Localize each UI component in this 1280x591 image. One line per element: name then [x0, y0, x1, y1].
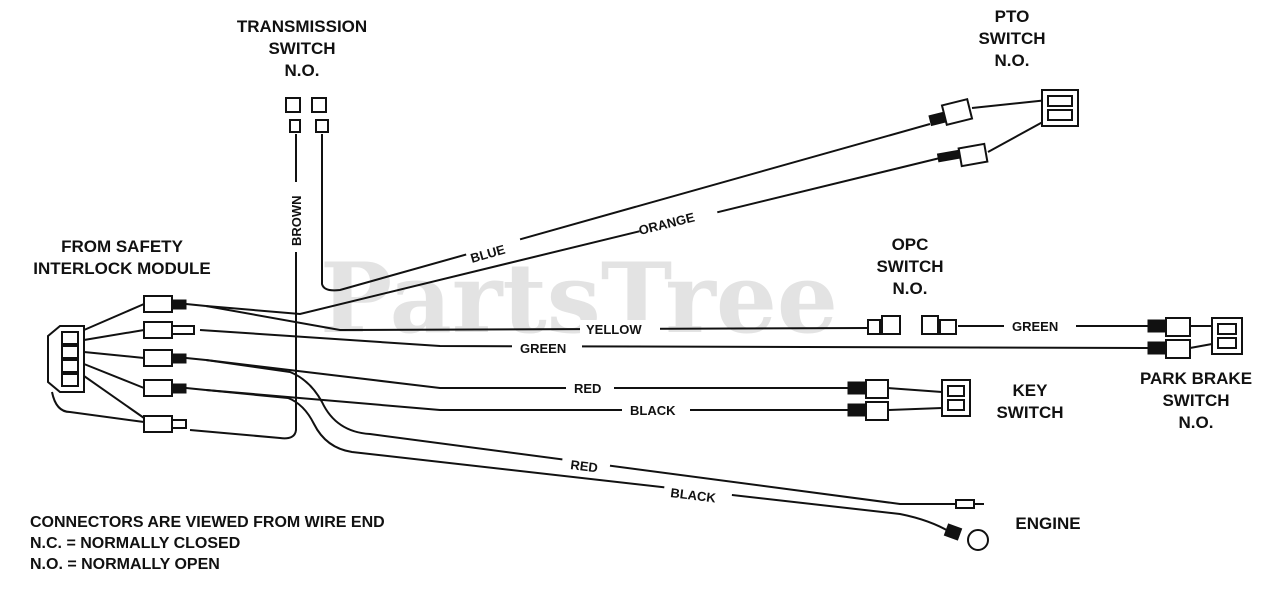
- svg-text:SWITCH: SWITCH: [978, 29, 1045, 48]
- svg-text:TRANSMISSION: TRANSMISSION: [237, 17, 367, 36]
- blue-wire: [321, 123, 931, 292]
- terminal-2: [143, 321, 195, 339]
- module-terminals: [143, 295, 207, 433]
- black-engine-label: BLACK: [670, 485, 718, 506]
- engine-terminals: [943, 499, 989, 551]
- park-brake-switch: [1147, 317, 1243, 359]
- park-brake-switch-label: PARK BRAKE SWITCH N.O.: [1140, 369, 1252, 432]
- opc-switch-label: OPC SWITCH N.O.: [876, 235, 943, 298]
- note-nc: N.C. = NORMALLY CLOSED: [30, 535, 240, 552]
- pto-upper-lead: [971, 99, 1049, 109]
- terminal-3: [143, 349, 207, 367]
- module-fanout: [51, 303, 145, 423]
- terminal-4: [143, 379, 207, 397]
- svg-text:SWITCH: SWITCH: [1162, 391, 1229, 410]
- svg-text:OPC: OPC: [892, 235, 929, 254]
- svg-text:SWITCH: SWITCH: [268, 39, 335, 58]
- safety-module-label: FROM SAFETY INTERLOCK MODULE: [33, 237, 211, 278]
- yellow-label: YELLOW: [586, 322, 642, 337]
- yellow-wire: [205, 305, 869, 332]
- green-opc-label: GREEN: [1012, 319, 1058, 334]
- red-key-label: RED: [574, 381, 601, 396]
- svg-text:PARK BRAKE: PARK BRAKE: [1140, 369, 1252, 388]
- brown-wire: [189, 134, 297, 440]
- svg-text:N.O.: N.O.: [995, 51, 1030, 70]
- svg-text:N.O.: N.O.: [1179, 413, 1214, 432]
- orange-wire: [205, 157, 941, 316]
- pto-switch-label: PTO SWITCH N.O.: [978, 7, 1045, 70]
- brown-label: BROWN: [289, 195, 304, 246]
- watermark: PartsTree: [320, 242, 838, 355]
- engine-label: ENGINE: [1015, 514, 1080, 533]
- svg-text:PTO: PTO: [995, 7, 1030, 26]
- pto-switch: [928, 89, 1079, 168]
- red-engine-wire: [205, 359, 956, 505]
- svg-text:INTERLOCK MODULE: INTERLOCK MODULE: [33, 259, 211, 278]
- key-switch: [847, 379, 971, 421]
- black-engine-wire: [205, 389, 951, 533]
- opc-switch: [867, 315, 957, 335]
- pto-lower-lead: [987, 117, 1051, 153]
- safety-module-connector: [47, 325, 85, 393]
- transmission-switch-label: TRANSMISSION SWITCH N.O.: [237, 17, 367, 80]
- svg-text:KEY: KEY: [1013, 381, 1049, 400]
- svg-text:SWITCH: SWITCH: [996, 403, 1063, 422]
- key-switch-label: KEY SWITCH: [996, 381, 1063, 422]
- svg-text:SWITCH: SWITCH: [876, 257, 943, 276]
- terminal-1: [143, 295, 207, 313]
- svg-text:N.O.: N.O.: [893, 279, 928, 298]
- terminal-5: [143, 415, 187, 433]
- svg-text:FROM SAFETY: FROM SAFETY: [61, 237, 183, 256]
- green-main-label: GREEN: [520, 341, 566, 356]
- wires: [51, 99, 1213, 533]
- svg-text:N.O.: N.O.: [285, 61, 320, 80]
- key-leads: [887, 387, 943, 411]
- red-engine-label: RED: [570, 457, 599, 475]
- park-brake-leads: [1189, 325, 1213, 349]
- note-connectors: CONNECTORS ARE VIEWED FROM WIRE END: [30, 514, 385, 531]
- red-key-wire: [205, 359, 848, 389]
- note-no: N.O. = NORMALLY OPEN: [30, 556, 220, 573]
- green-main-wire: [199, 329, 1149, 349]
- black-key-label: BLACK: [630, 403, 676, 418]
- transmission-switch-terminals: [285, 97, 329, 133]
- legend-notes: CONNECTORS ARE VIEWED FROM WIRE END N.C.…: [30, 514, 385, 573]
